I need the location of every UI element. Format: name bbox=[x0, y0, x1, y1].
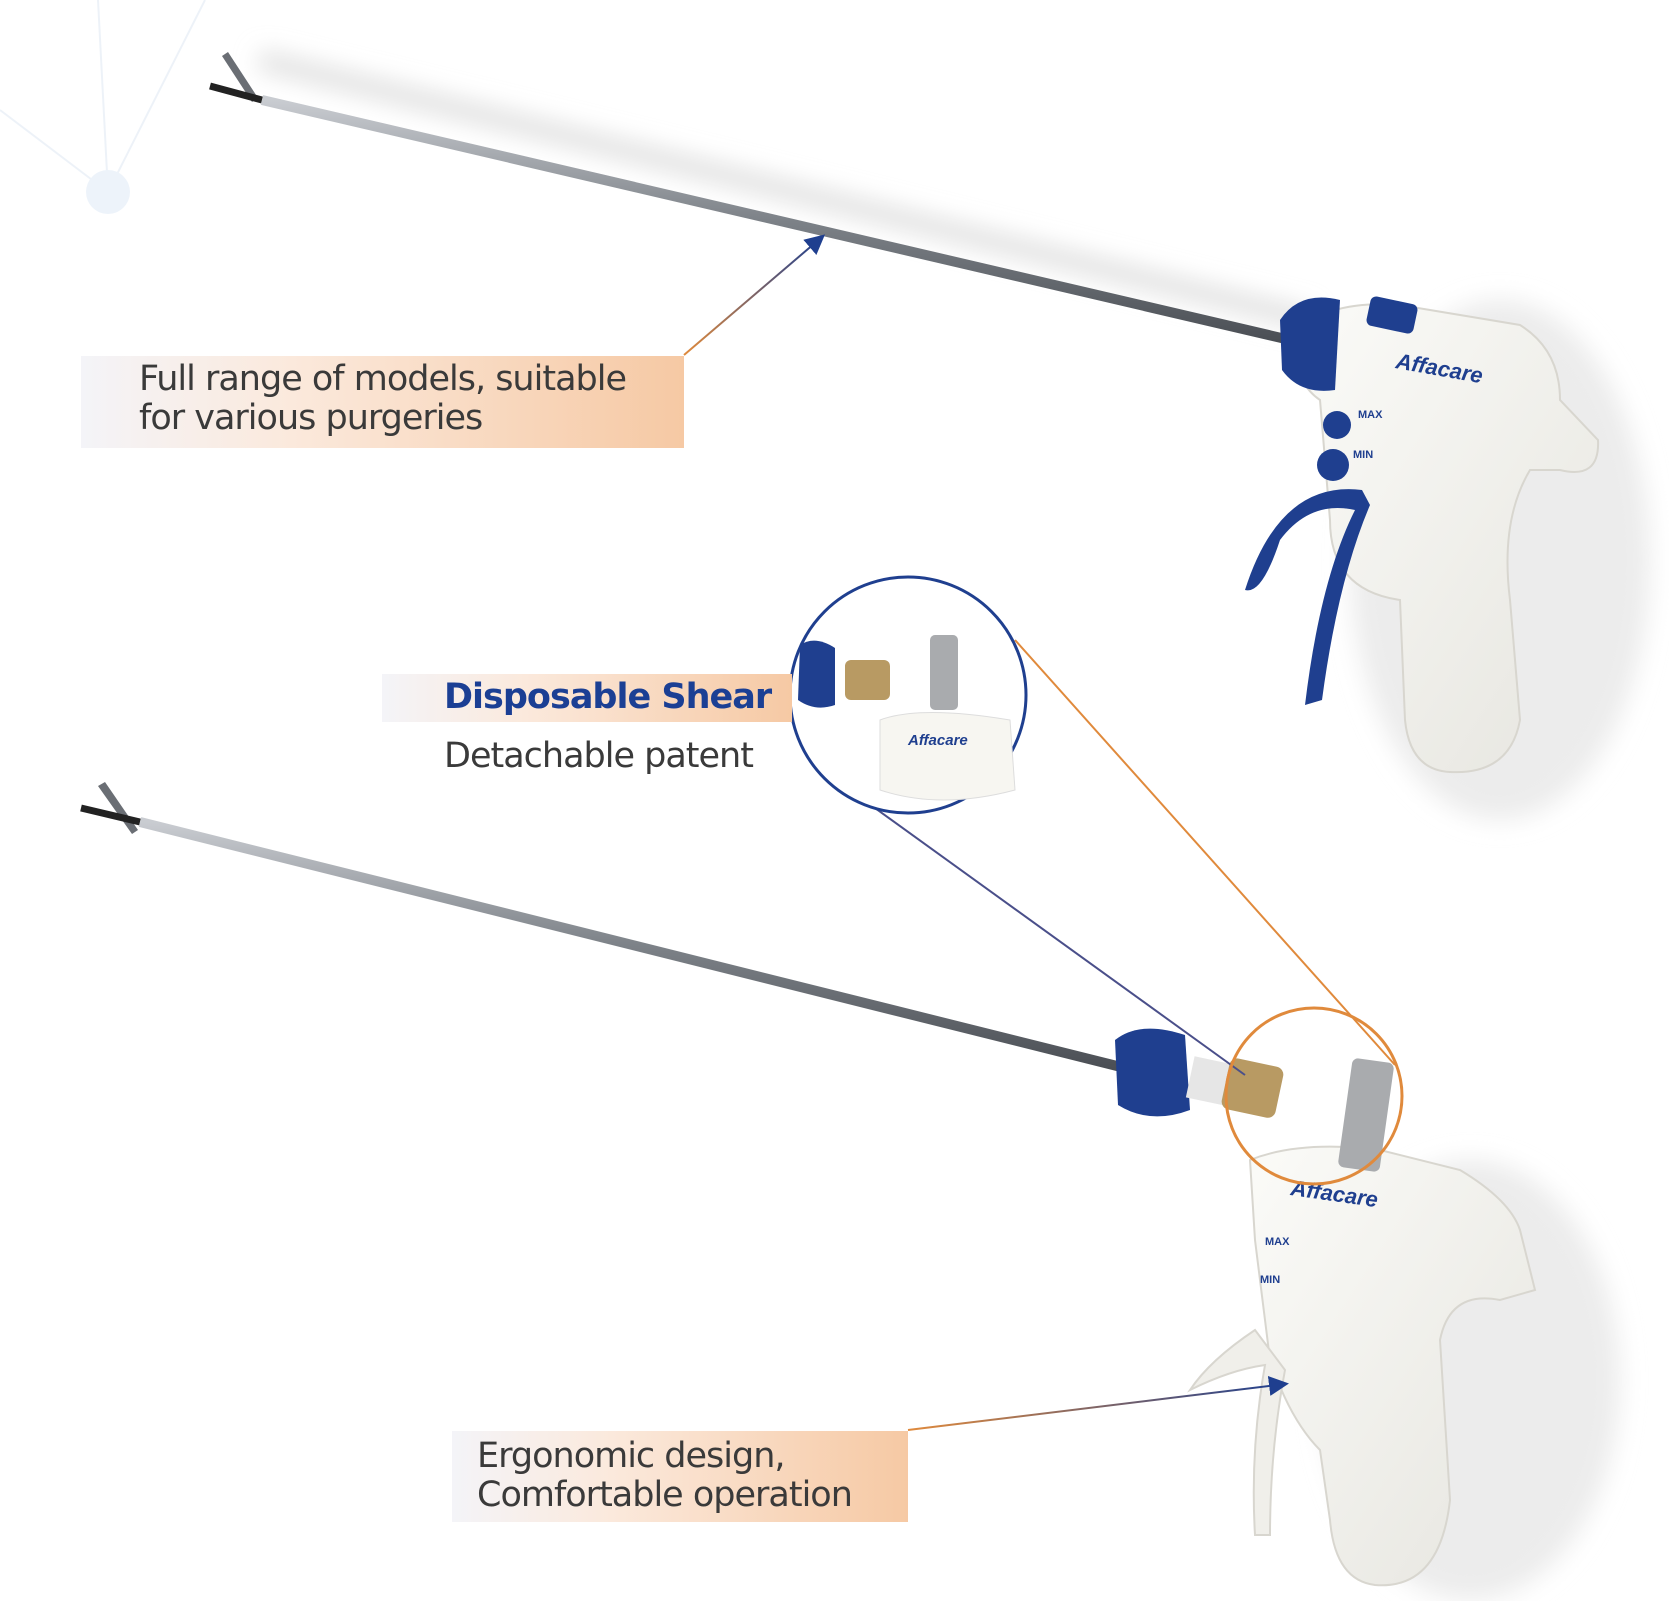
ergonomic-callout-line2: Comfortable operation bbox=[477, 1475, 853, 1515]
release-latch bbox=[1338, 1058, 1394, 1172]
models-callout-arrow bbox=[683, 234, 826, 356]
jaw-icon bbox=[222, 52, 258, 102]
background-network-decoration bbox=[0, 0, 206, 214]
inset-brand-logo: Affacare bbox=[907, 732, 968, 749]
ergonomic-callout bbox=[452, 1431, 908, 1522]
min-label: MIN bbox=[1260, 1274, 1280, 1286]
top-instrument: Affacare MAX MIN bbox=[209, 51, 1650, 820]
bottom-instrument: Affacare MAX MIN bbox=[80, 782, 1620, 1600]
ergonomic-callout-line1: Ergonomic design, bbox=[477, 1436, 786, 1476]
shear-callout-subtitle: Detachable patent bbox=[444, 736, 754, 776]
orange-magnifier-circle bbox=[1224, 1006, 1404, 1186]
trigger bbox=[1187, 1328, 1287, 1536]
rotation-knob bbox=[1280, 297, 1340, 391]
jaw-icon bbox=[98, 782, 138, 834]
trigger bbox=[1245, 489, 1370, 705]
shear-callout-title: Disposable Shear bbox=[444, 677, 772, 717]
models-callout-line1: Full range of models, suitable bbox=[139, 359, 627, 399]
max-button bbox=[1323, 411, 1351, 439]
min-button bbox=[1317, 449, 1349, 481]
min-label: MIN bbox=[1353, 449, 1373, 461]
ergonomic-callout-arrow bbox=[907, 1376, 1289, 1431]
models-callout bbox=[81, 356, 684, 448]
shear-callout bbox=[382, 674, 792, 722]
models-callout-line2: for various purgeries bbox=[139, 398, 483, 438]
rotation-knob bbox=[1115, 1028, 1190, 1117]
max-label: MAX bbox=[1265, 1236, 1290, 1248]
connector bbox=[1221, 1058, 1284, 1118]
max-label: MAX bbox=[1358, 409, 1383, 421]
